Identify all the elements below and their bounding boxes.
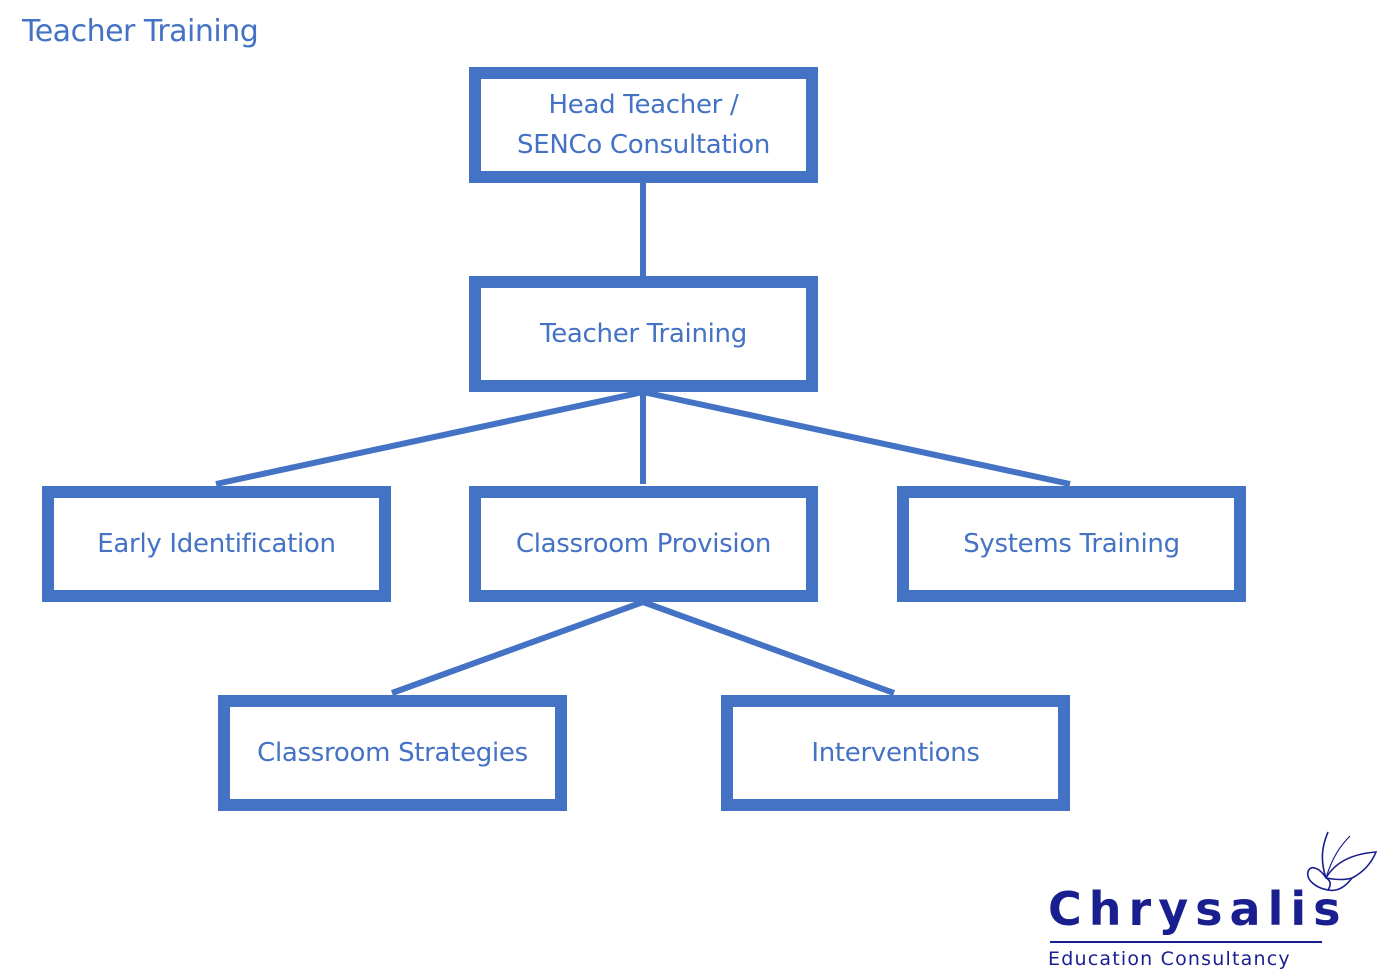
node-label: Systems Training	[963, 529, 1180, 559]
edge-classroom-strategies	[390, 599, 645, 696]
edge-training-systems	[642, 389, 1071, 487]
node-label: Teacher Training	[540, 319, 747, 349]
node-label: Classroom Provision	[515, 529, 772, 559]
node-classroom-strategies: Classroom Strategies	[218, 695, 567, 811]
edge-classroom-interventions	[641, 599, 896, 696]
node-label: Interventions	[811, 738, 980, 768]
node-label: Early Identification	[97, 529, 336, 559]
node-label: Head Teacher / SENCo Consultation	[516, 90, 771, 160]
logo-name: Chrysalis	[1048, 882, 1348, 936]
logo-divider	[1050, 941, 1322, 943]
node-systems-training: Systems Training	[897, 486, 1246, 602]
page-title: Teacher Training	[22, 14, 259, 49]
node-early-identification: Early Identification	[42, 486, 391, 602]
butterfly-icon	[1306, 831, 1378, 892]
chrysalis-logo: Chrysalis Education Consultancy	[1040, 828, 1380, 973]
node-interventions: Interventions	[721, 695, 1070, 811]
node-classroom-provision: Classroom Provision	[469, 486, 818, 602]
edge-training-early	[215, 389, 644, 487]
node-label: Classroom Strategies	[257, 738, 528, 768]
node-teacher-training: Teacher Training	[469, 276, 818, 392]
node-head-teacher-senco-consultation: Head Teacher / SENCo Consultation	[469, 67, 818, 183]
logo-subtitle: Education Consultancy	[1048, 948, 1291, 970]
